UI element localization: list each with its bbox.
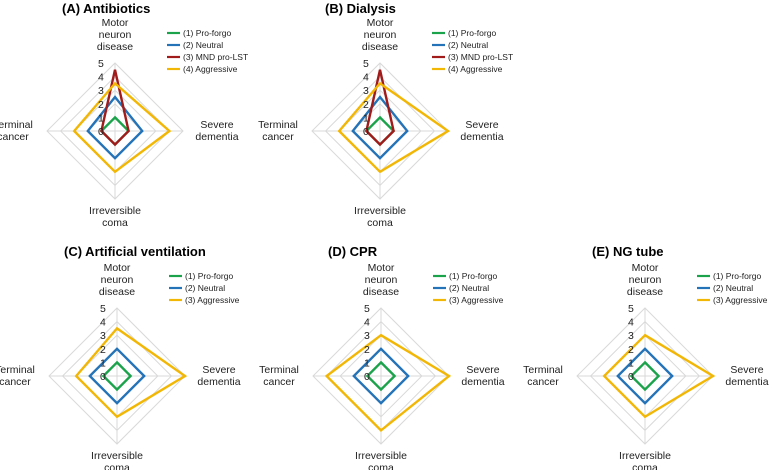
legend-label-1: (1) Pro-forgo	[185, 271, 233, 281]
tick-label: 0	[363, 126, 369, 138]
series-polygon-2	[86, 95, 144, 160]
tick-label: 1	[100, 357, 106, 369]
legend-label-1: (1) Pro-forgo	[713, 271, 761, 281]
chart-title: (A) Antibiotics	[62, 1, 150, 16]
legend-label-2: (2) Neutral	[183, 40, 223, 50]
legend-label-3: (3) Aggressive	[449, 295, 504, 305]
tick-label: 0	[628, 371, 634, 383]
series-polygon-2	[352, 347, 410, 405]
tick-label: 5	[98, 58, 104, 70]
legend-label-3: (3) MND pro-LST	[448, 52, 513, 62]
legend-label-2: (2) Neutral	[449, 283, 489, 293]
chart-title: (D) CPR	[328, 244, 378, 259]
series-polygon-4	[72, 81, 172, 174]
series-polygon-3	[100, 69, 130, 147]
chart-title: (E) NG tube	[592, 244, 664, 259]
tick-label: 4	[100, 317, 106, 329]
series-polygon-1	[101, 360, 133, 392]
tick-label: 4	[628, 317, 634, 329]
series-polygon-2	[88, 347, 146, 405]
tick-label: 2	[628, 344, 634, 356]
tick-label: 0	[98, 126, 104, 138]
tick-label: 4	[363, 72, 369, 84]
tick-label: 1	[98, 112, 104, 124]
legend-label-1: (1) Pro-forgo	[183, 28, 231, 38]
series-polygon-3	[324, 333, 452, 433]
series-polygon-2	[616, 347, 674, 405]
chart-title: (C) Artificial ventilation	[64, 244, 206, 259]
tick-label: 0	[100, 371, 106, 383]
legend-label-3: (3) MND pro-LST	[183, 52, 248, 62]
legend-label-2: (2) Neutral	[185, 283, 225, 293]
chart-title: (B) Dialysis	[325, 1, 396, 16]
tick-label: 0	[364, 371, 370, 383]
series-polygon-1	[629, 360, 661, 392]
tick-label: 2	[364, 344, 370, 356]
legend-label-3: (3) Aggressive	[185, 295, 240, 305]
tick-label: 3	[364, 330, 370, 342]
series-polygon-1	[365, 360, 397, 392]
tick-label: 1	[364, 357, 370, 369]
legend-label-1: (1) Pro-forgo	[448, 28, 496, 38]
series-polygon-3	[365, 69, 395, 147]
series-polygon-3	[74, 326, 188, 419]
tick-label: 5	[364, 303, 370, 315]
series-polygon-3	[602, 333, 716, 419]
tick-label: 4	[98, 72, 104, 84]
legend-label-4: (4) Aggressive	[448, 64, 503, 74]
tick-label: 2	[98, 99, 104, 111]
series-polygon-2	[351, 95, 409, 160]
legend-label-2: (2) Neutral	[448, 40, 488, 50]
tick-label: 2	[363, 99, 369, 111]
legend-label-2: (2) Neutral	[713, 283, 753, 293]
tick-label: 1	[363, 112, 369, 124]
tick-label: 3	[363, 85, 369, 97]
tick-label: 3	[100, 330, 106, 342]
tick-label: 5	[100, 303, 106, 315]
tick-label: 3	[98, 85, 104, 97]
tick-label: 5	[628, 303, 634, 315]
tick-label: 1	[628, 357, 634, 369]
series-polygon-4	[337, 81, 451, 174]
tick-label: 5	[363, 58, 369, 70]
tick-label: 3	[628, 330, 634, 342]
tick-label: 4	[364, 317, 370, 329]
legend-label-4: (4) Aggressive	[183, 64, 238, 74]
legend-label-1: (1) Pro-forgo	[449, 271, 497, 281]
tick-label: 2	[100, 344, 106, 356]
legend-label-3: (3) Aggressive	[713, 295, 768, 305]
